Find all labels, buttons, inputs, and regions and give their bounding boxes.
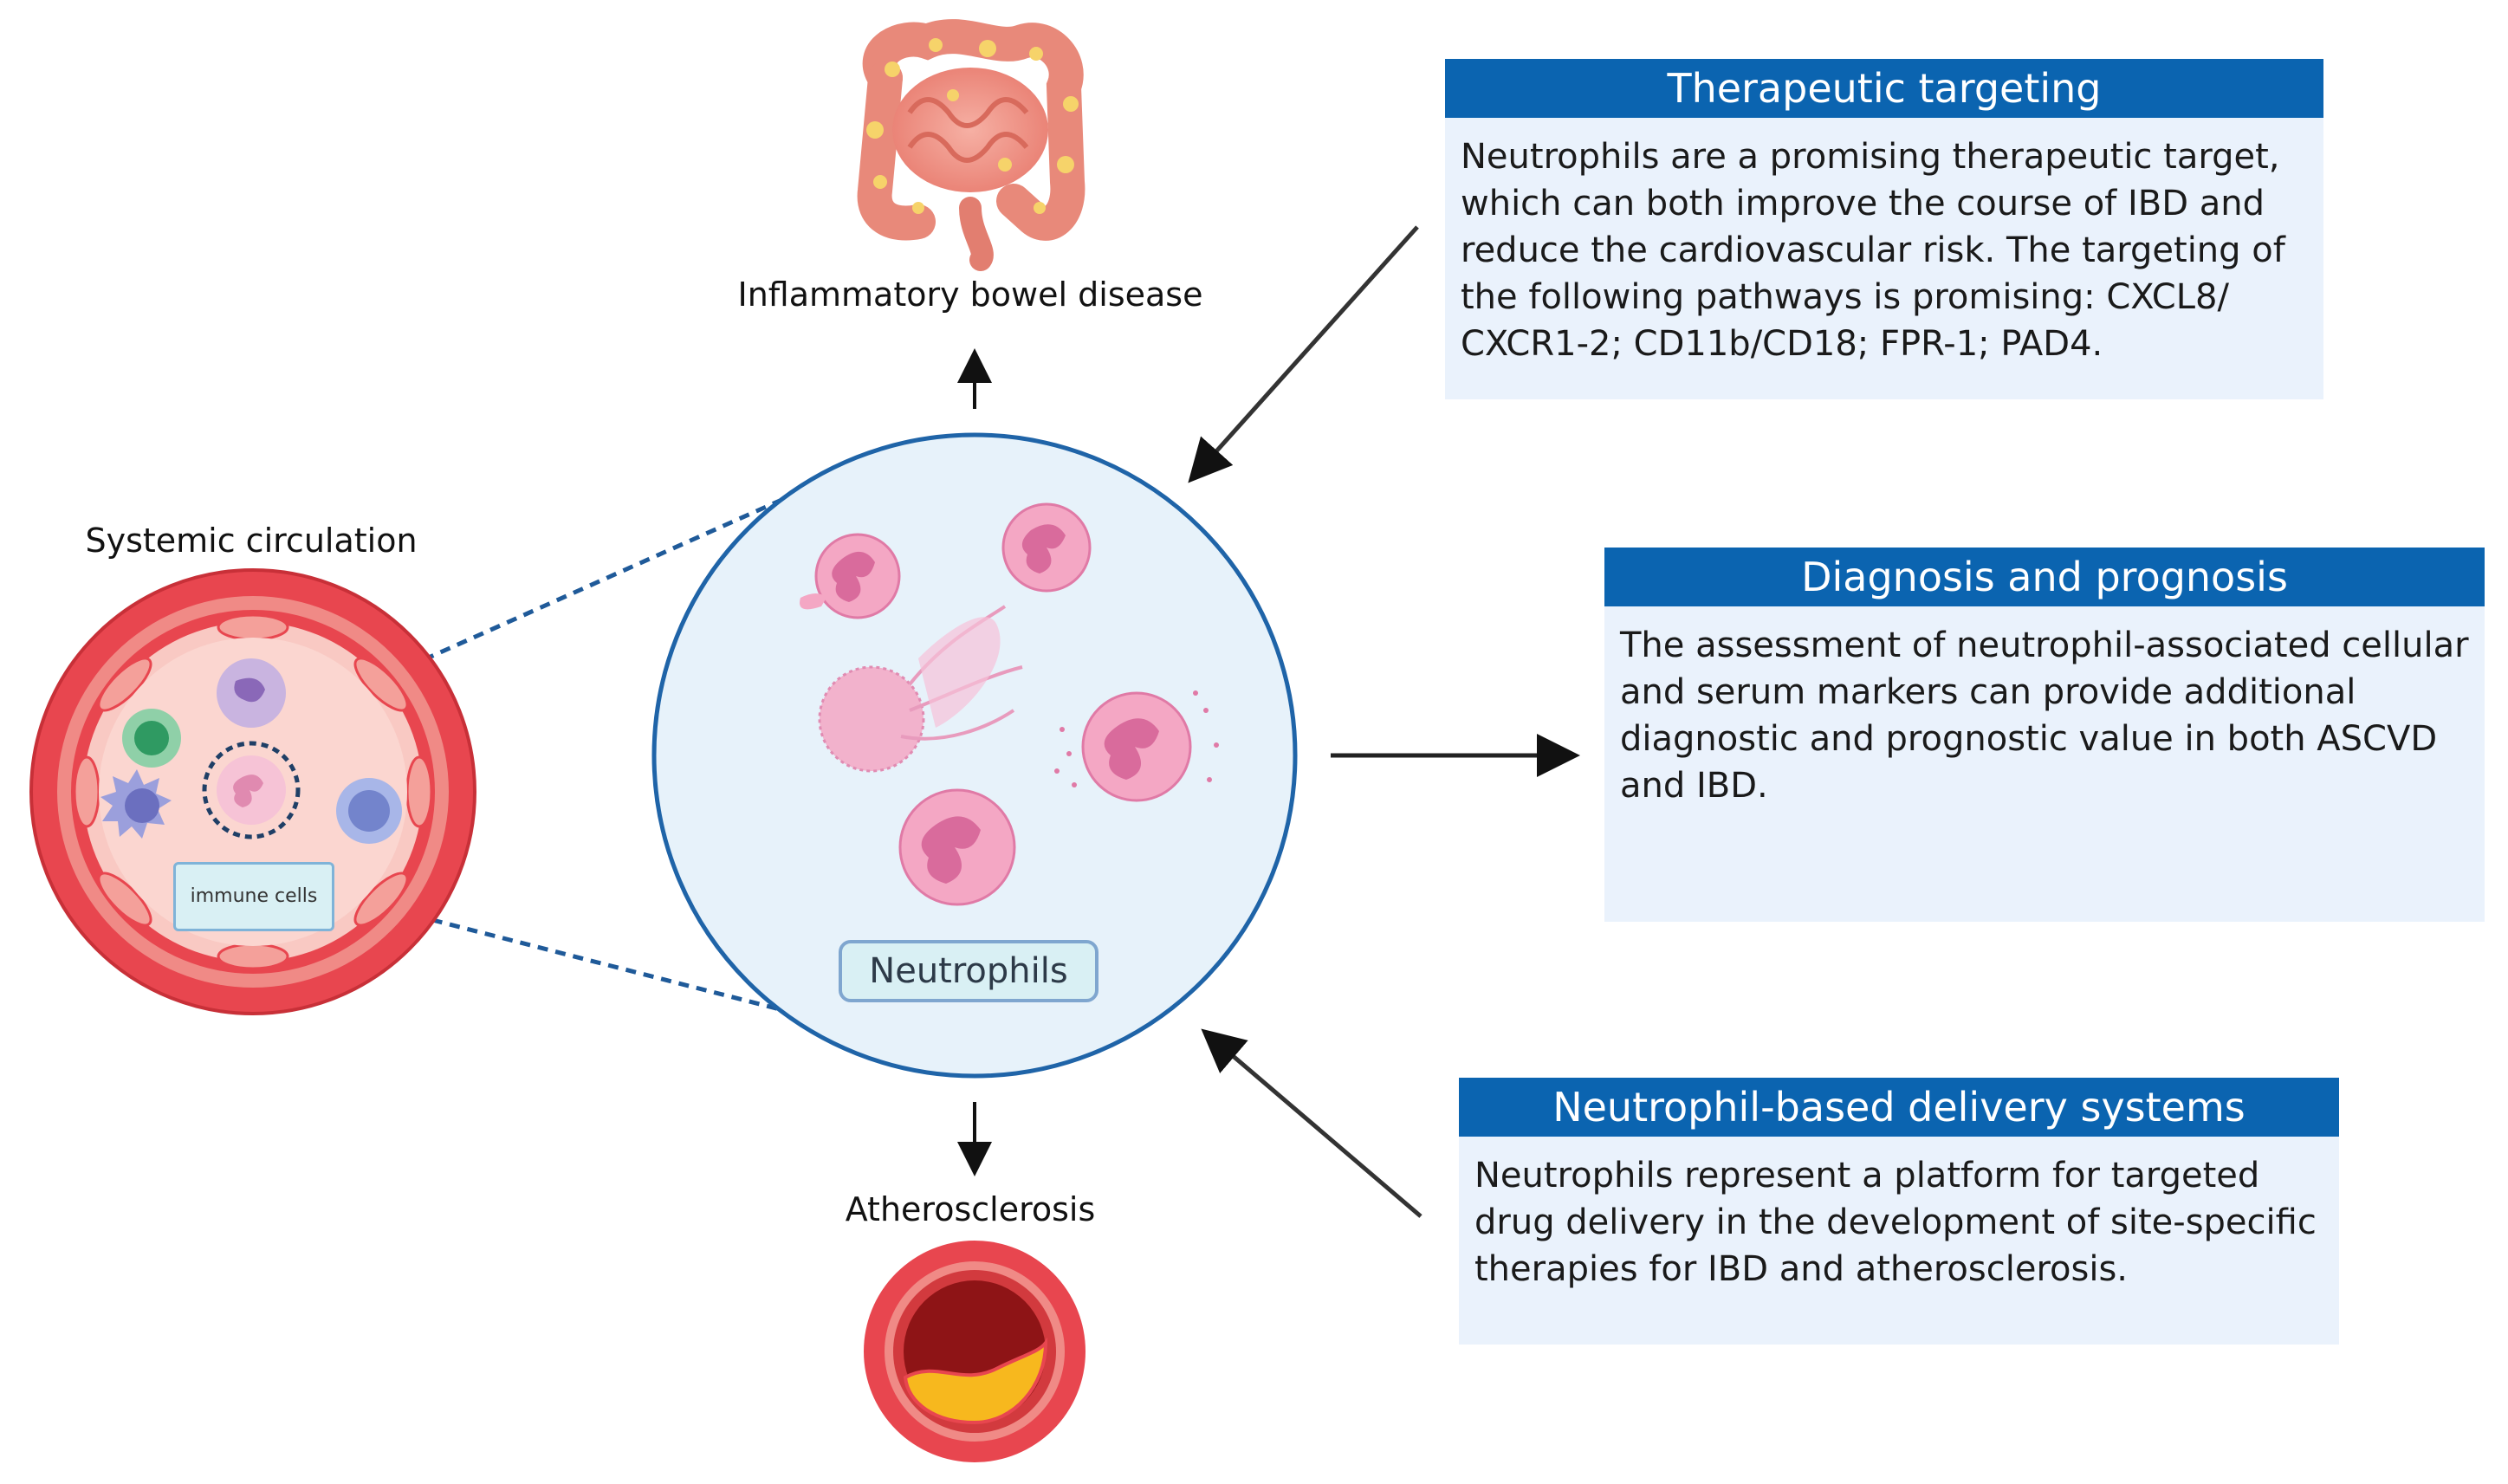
immune-cells-label: immune cells bbox=[173, 862, 334, 931]
arrow-from-delivery bbox=[1201, 1028, 1422, 1218]
atherosclerosis-label: Atherosclerosis bbox=[845, 1190, 1096, 1228]
delivery-systems-text: Neutrophils represent a platform for tar… bbox=[1474, 1156, 2317, 1289]
diagnosis-prognosis-box: Diagnosis and prognosis The assessment o… bbox=[1604, 548, 2485, 922]
therapeutic-targeting-box: Therapeutic targeting Neutrophils are a … bbox=[1445, 59, 2323, 399]
zoom-line-top bbox=[289, 498, 781, 722]
artery-plaque-icon bbox=[864, 1241, 1086, 1462]
therapeutic-targeting-text: Neutrophils are a promising therapeutic … bbox=[1461, 137, 2285, 364]
neutrophil-cell-icon bbox=[1054, 690, 1219, 802]
netosis-cell-icon bbox=[818, 605, 1023, 773]
lymphocyte-cell-icon bbox=[122, 709, 181, 768]
monocyte-cell-icon bbox=[217, 658, 286, 728]
neutrophil-small-icon bbox=[202, 741, 301, 839]
intestine-icon bbox=[857, 19, 1086, 271]
lymphocyte-cell-icon bbox=[336, 778, 402, 844]
neutrophil-cell-icon bbox=[1001, 502, 1092, 593]
therapeutic-targeting-title: Therapeutic targeting bbox=[1445, 59, 2323, 118]
ibd-label: Inflammatory bowel disease bbox=[737, 275, 1203, 314]
diagnosis-prognosis-text: The assessment of neutrophil-associated … bbox=[1620, 625, 2469, 806]
dendritic-cell-icon bbox=[100, 769, 172, 839]
neutrophil-cell-icon bbox=[800, 533, 901, 619]
systemic-circulation-label: Systemic circulation bbox=[85, 522, 418, 560]
neutrophil-cell-icon bbox=[898, 788, 1016, 906]
delivery-systems-box: Neutrophil-based delivery systems Neutro… bbox=[1459, 1078, 2339, 1345]
diagnosis-prognosis-title: Diagnosis and prognosis bbox=[1604, 548, 2485, 606]
delivery-systems-title: Neutrophil-based delivery systems bbox=[1459, 1078, 2339, 1137]
neutrophils-label: Neutrophils bbox=[839, 940, 1098, 1002]
zoom-line-bottom bbox=[290, 881, 781, 1012]
arrow-from-therapeutic bbox=[1188, 225, 1419, 483]
